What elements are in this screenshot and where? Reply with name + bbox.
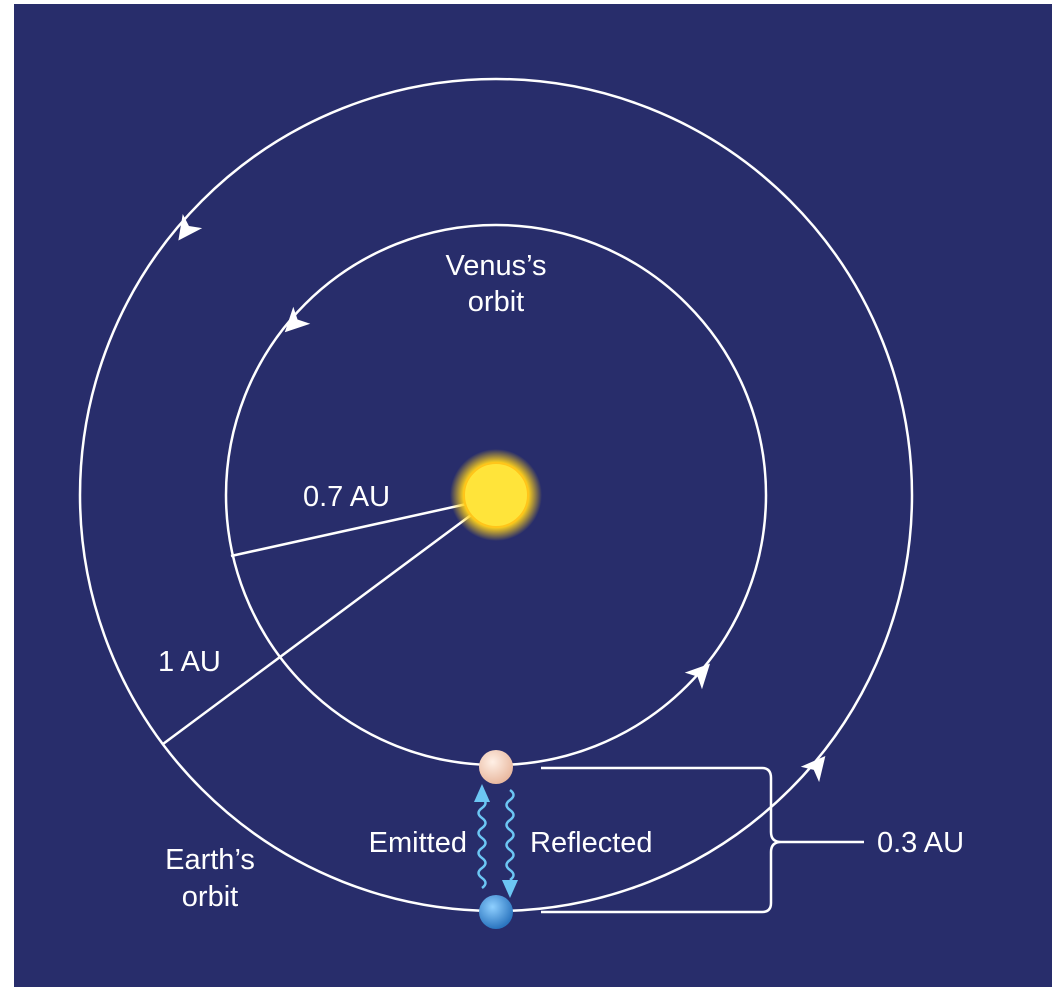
venus-radius-line (230, 496, 495, 558)
venus-orbit-label-line2: orbit (468, 286, 524, 318)
venus-orbit-label-line1: Venus’s (445, 250, 546, 282)
separation-label: 0.3 AU (877, 827, 964, 859)
earth-orbit-label-line1: Earth’s (165, 844, 255, 876)
reflected-label: Reflected (530, 827, 653, 859)
emitted-arrowhead (474, 784, 490, 802)
sun-core (463, 462, 529, 528)
venus-orbit-arrow-lower-right (684, 663, 711, 690)
earth-orbit-label-line2: orbit (182, 881, 238, 913)
reflected-wave (505, 788, 515, 882)
reflected-arrowhead (502, 880, 518, 898)
earth-radius-line (162, 496, 495, 746)
sun (450, 449, 542, 541)
separation-bracket (541, 766, 864, 914)
earth-orbit-arrow-upper-left (178, 214, 203, 241)
earth-orbit-arrow-lower-right (800, 756, 826, 783)
venus-planet (479, 750, 513, 784)
emitted-wave (477, 796, 487, 890)
earth-radius-label: 1 AU (158, 646, 221, 678)
emitted-label: Emitted (369, 827, 467, 859)
venus-radius-label: 0.7 AU (303, 481, 390, 513)
earth-planet (479, 895, 513, 929)
